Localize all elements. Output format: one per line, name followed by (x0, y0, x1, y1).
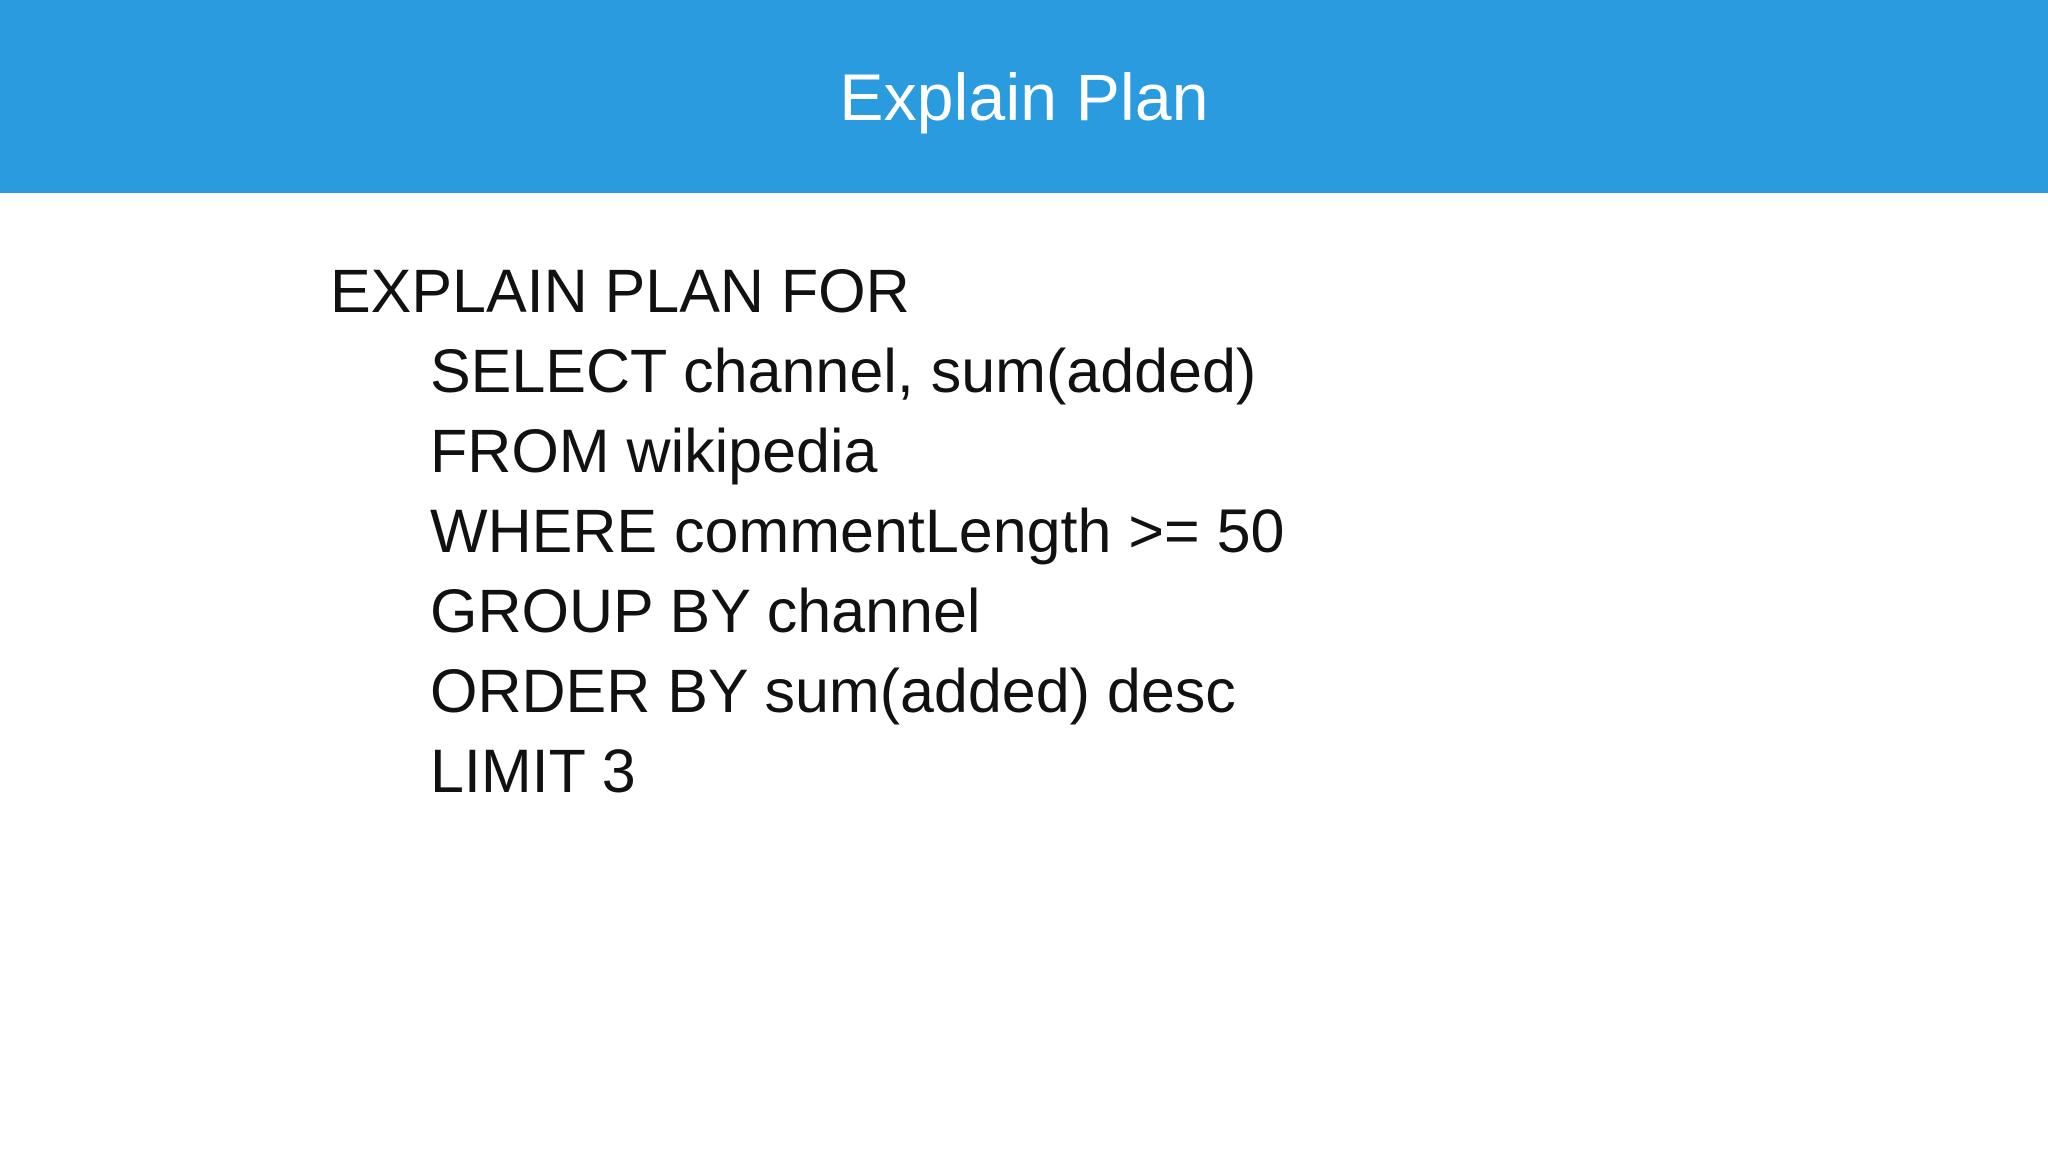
code-line: WHERE commentLength >= 50 (430, 497, 1285, 565)
slide-title-bar: Explain Plan (0, 0, 2048, 193)
page-title: Explain Plan (839, 59, 1209, 134)
sql-code-block: EXPLAIN PLAN FOR SELECT channel, sum(add… (330, 251, 1930, 811)
code-line: GROUP BY channel (430, 577, 981, 645)
code-line: LIMIT 3 (430, 737, 636, 805)
code-line: FROM wikipedia (430, 417, 878, 485)
slide-body: EXPLAIN PLAN FOR SELECT channel, sum(add… (0, 193, 2048, 1152)
code-line: EXPLAIN PLAN FOR (330, 257, 910, 325)
code-line: SELECT channel, sum(added) (430, 337, 1257, 405)
code-line: ORDER BY sum(added) desc (430, 657, 1236, 725)
